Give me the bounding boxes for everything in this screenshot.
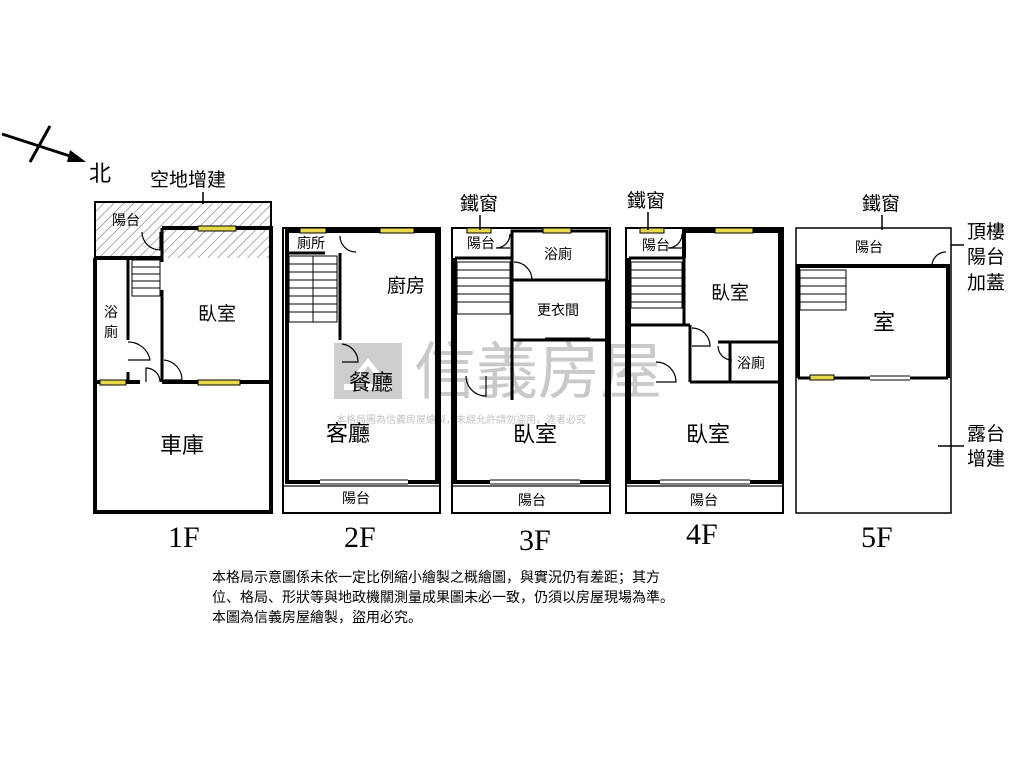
5f-rooftop-note-line3: 加蓋: [967, 272, 1005, 294]
5f-terrace-note-line2: 增建: [967, 448, 1005, 470]
4f-bathroom-label: 浴廁: [737, 355, 765, 372]
1f-annotation: 空地增建: [150, 169, 226, 191]
3f-closet-label: 更衣間: [537, 303, 579, 319]
5f-rooftop-note-line2: 陽台: [967, 246, 1005, 268]
disclaimer: 本格局示意圖係未依一定比例縮小繪製之概繪圖，與實況仍有差距；其方 位、格局、形狀…: [212, 568, 832, 628]
4f-bedroom-top-label: 臥室: [711, 282, 749, 304]
4f-bedroom-bottom-label: 臥室: [686, 423, 730, 448]
floor-1f: 陽台 浴 廁 臥室 車庫 空地增建 1F: [93, 169, 273, 554]
1f-bedroom-label: 臥室: [198, 303, 236, 325]
5f-terrace-note-line1: 露台: [967, 423, 1005, 445]
1f-bathroom-label-top: 浴: [104, 305, 118, 321]
4f-balcony-bottom-label: 陽台: [690, 493, 718, 509]
3f-balcony-bottom-label: 陽台: [518, 493, 546, 509]
2f-balcony-label: 陽台: [342, 491, 370, 507]
1f-balcony-label: 陽台: [112, 213, 140, 229]
5f-room-label: 室: [873, 311, 895, 336]
floor-1f-label: 1F: [168, 521, 200, 554]
north-arrow: 北: [1, 125, 111, 187]
3f-annotation: 鐵窗: [460, 193, 498, 215]
floor-5f-label: 5F: [861, 521, 893, 554]
watermark-small-text: 本格局圖為信義房屋繪製，未經允許請勿盜用，違者必究: [336, 413, 586, 426]
floor-2f: 廁所 廚房 餐廳 客廳 陽台 2F: [282, 227, 441, 554]
3f-balcony-top-label: 陽台: [467, 236, 495, 252]
4f-annotation: 鐵窗: [627, 190, 665, 212]
3f-bathroom-label: 浴廁: [544, 246, 572, 263]
5f-rooftop-note-line1: 頂樓: [967, 221, 1005, 243]
disclaimer-line-2: 位、格局、形狀等與地政機關測量成果圖未必一致，仍須以房屋現場為準。: [212, 590, 674, 606]
1f-garage-label: 車庫: [160, 434, 204, 459]
2f-toilet-label: 廁所: [297, 235, 325, 252]
floor-3f-label: 3F: [519, 524, 551, 557]
2f-kitchen-label: 廚房: [387, 274, 425, 297]
north-label: 北: [89, 162, 111, 187]
2f-living-label: 客廳: [326, 422, 370, 447]
house-icon: [352, 358, 384, 378]
floor-4f-label: 4F: [686, 518, 718, 551]
2f-dining-label: 餐廳: [349, 371, 393, 396]
floor-2f-label: 2F: [344, 521, 376, 554]
4f-balcony-top-label: 陽台: [642, 238, 670, 254]
disclaimer-line-3: 本圖為信義房屋繪製，盜用必究。: [212, 610, 422, 626]
1f-bathroom-label-bottom: 廁: [104, 324, 118, 341]
floor-3f: 鐵窗 陽台 浴廁 更衣間 臥室 陽台 3F: [451, 193, 611, 557]
floor-5f: 鐵窗 陽台 室 頂樓 陽台 加蓋 露台 增建 5F: [795, 193, 1005, 554]
5f-annotation: 鐵窗: [862, 193, 900, 215]
5f-balcony-label: 陽台: [855, 240, 883, 256]
3f-bedroom-label: 臥室: [513, 423, 557, 448]
disclaimer-line-1: 本格局示意圖係未依一定比例縮小繪製之概繪圖，與實況仍有差距；其方: [212, 570, 660, 586]
floor-4f: 鐵窗 陽台 臥室 浴廁 臥室 陽台 4F: [625, 190, 784, 551]
